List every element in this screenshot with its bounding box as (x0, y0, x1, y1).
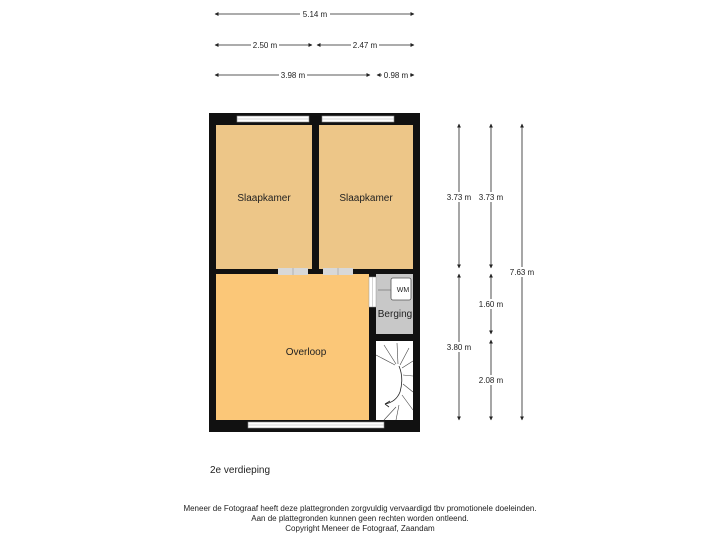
footer-line-1: Meneer de Fotograaf heeft deze plattegro… (183, 504, 537, 513)
floor-label: 2e verdieping (210, 465, 271, 476)
dim-top-total: 5.14 m (303, 10, 328, 19)
stairwell (376, 341, 413, 420)
dimension-lines-vertical: 3.73 m 3.80 m 3.73 m 1.60 m 2.08 m 7.63 … (445, 123, 536, 421)
dim-v-mid-middle: 1.60 m (479, 300, 504, 309)
dim-top-left: 2.50 m (253, 41, 278, 50)
dim-v-mid-bottom: 2.08 m (479, 376, 504, 385)
dim-top-right: 2.47 m (353, 41, 378, 50)
footer-line-3: Copyright Meneer de Fotograaf, Zaandam (285, 524, 435, 533)
room-label-bedroom-right: Slaapkamer (339, 193, 393, 204)
dim-v-mid-top: 3.73 m (479, 193, 504, 202)
dim-row3-right: 0.98 m (384, 71, 409, 80)
room-bedroom-left (216, 125, 312, 269)
washing-machine-label: WM (397, 287, 410, 294)
room-label-storage: Berging (378, 309, 412, 320)
room-label-landing: Overloop (286, 347, 327, 358)
dim-row3-left: 3.98 m (281, 71, 306, 80)
dim-v-left-bottom: 3.80 m (447, 343, 472, 352)
room-label-bedroom-left: Slaapkamer (237, 193, 291, 204)
staircase-icon (375, 342, 414, 421)
dim-v-total: 7.63 m (510, 268, 535, 277)
building: WM Slaapkamer Slaapkamer Overloop Bergin… (209, 113, 420, 432)
dimension-lines-horizontal: 5.14 m 2.50 m 2.47 m 3.98 m 0.98 m (214, 9, 415, 80)
washing-machine-icon (390, 277, 412, 301)
dim-v-left-top: 3.73 m (447, 193, 472, 202)
footer-disclaimer: Meneer de Fotograaf heeft deze plattegro… (0, 504, 720, 534)
room-landing (216, 274, 369, 420)
footer-line-2: Aan de plattegronden kunnen geen rechten… (251, 514, 469, 523)
room-bedroom-right (319, 125, 413, 269)
